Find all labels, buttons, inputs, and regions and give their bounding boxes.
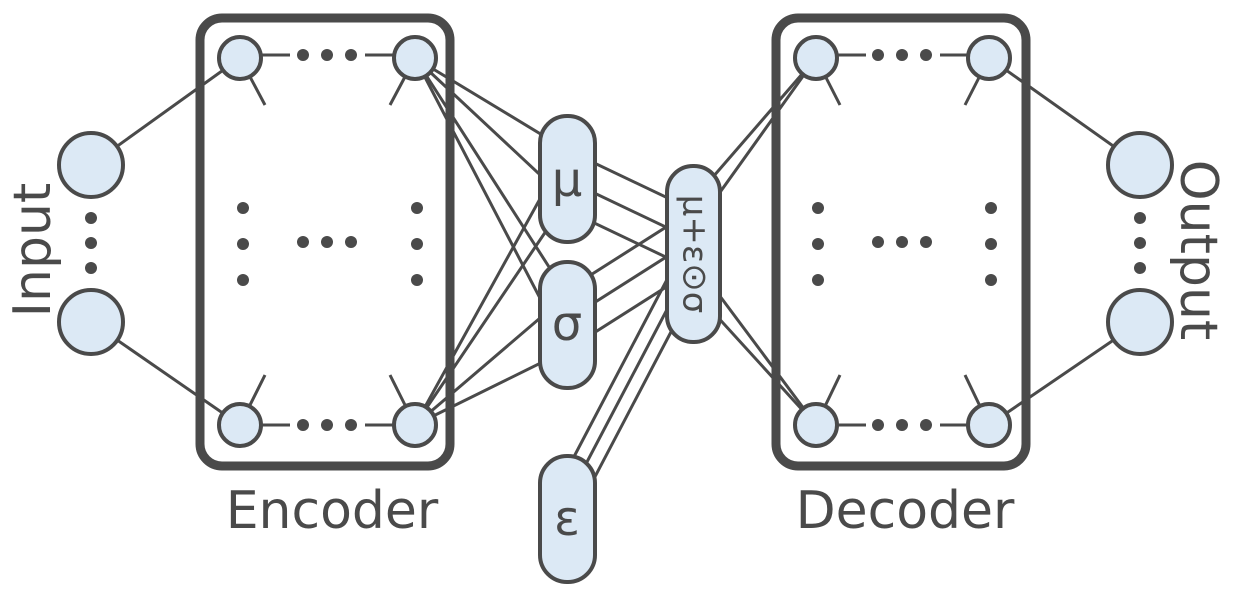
output-node (1106, 131, 1174, 199)
decoder-node (793, 35, 839, 81)
encoder-box (195, 13, 455, 471)
encoder-node (217, 35, 263, 81)
decoder-node (966, 35, 1012, 81)
ellipsis-dots (85, 49, 1146, 431)
encoder-label: Encoder (226, 481, 439, 541)
mu-label: μ (552, 152, 583, 208)
edges (90, 53, 1141, 531)
mu-node (538, 114, 597, 244)
decoder-node (793, 402, 839, 448)
epsilon-label: ε (554, 491, 580, 547)
encoder-node (217, 402, 263, 448)
output-node (1106, 288, 1174, 356)
decoder-label: Decoder (796, 481, 1015, 541)
output-label: Output (1168, 160, 1228, 341)
decoder-node (966, 402, 1012, 448)
sample-node (665, 164, 722, 344)
input-node (57, 288, 125, 356)
encoder-node (392, 35, 438, 81)
input-label: Input (3, 183, 63, 318)
sigma-node (538, 260, 597, 390)
sample-label: μ+ε⊙σ (675, 195, 715, 314)
decoder-box (771, 13, 1031, 471)
encoder-node (392, 402, 438, 448)
input-node (57, 131, 125, 199)
epsilon-node (538, 454, 597, 584)
sigma-label: σ (552, 296, 582, 352)
